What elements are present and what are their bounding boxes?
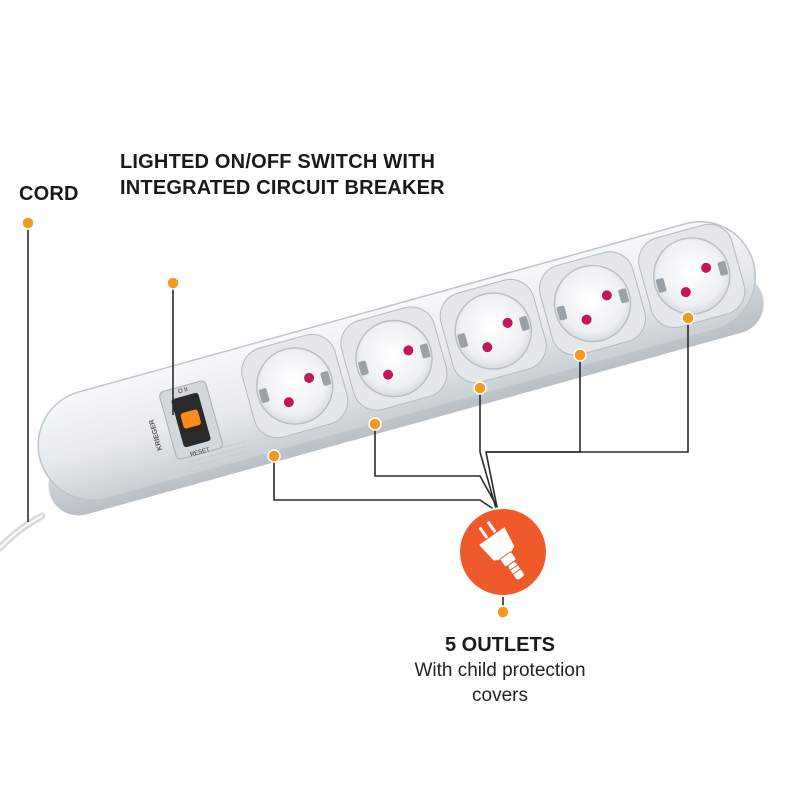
switch-label: LIGHTED ON/OFF SWITCH WITH INTEGRATED CI… (120, 149, 500, 201)
outlets-subtitle-line1: With child protection (414, 660, 586, 681)
outlets-callout-line (273, 456, 499, 513)
outlets-label: 5 OUTLETS With child protection covers (330, 632, 670, 708)
cord-callout-dot (21, 216, 35, 230)
outlet[interactable] (435, 274, 552, 388)
outlet[interactable] (633, 219, 750, 333)
switch-label-line2: INTEGRATED CIRCUIT BREAKER (120, 177, 445, 199)
switch-callout-dot (166, 276, 180, 290)
outlets-title: 5 OUTLETS (444, 634, 555, 656)
callout-dots (21, 216, 695, 619)
power-strip: O II RESET KRIEGER (37, 219, 764, 516)
outlet[interactable] (335, 301, 452, 415)
switch-light (180, 409, 201, 429)
cord (0, 512, 46, 552)
outlet-callout-dot (368, 417, 382, 431)
reset-text: RESET (190, 447, 211, 458)
outlets-subtitle: With child protection covers (330, 658, 670, 708)
outlet-callout-dot (573, 348, 587, 362)
callout-lines (27, 223, 689, 612)
switch-top-text: O II (178, 387, 189, 395)
euro-plug-icon (477, 520, 525, 581)
outlets-subtitle-line2: covers (472, 685, 528, 706)
switch-label-line1: LIGHTED ON/OFF SWITCH WITH (120, 151, 436, 173)
outlet-callout-dot (267, 449, 281, 463)
outlet-callout-dot (681, 311, 695, 325)
outlet-callout-dot (473, 381, 487, 395)
plug-badge (458, 507, 548, 597)
outlets-label-dot (496, 605, 510, 619)
outlet[interactable] (534, 246, 651, 360)
cord-label: CORD (19, 183, 79, 205)
outlet[interactable] (236, 329, 353, 443)
